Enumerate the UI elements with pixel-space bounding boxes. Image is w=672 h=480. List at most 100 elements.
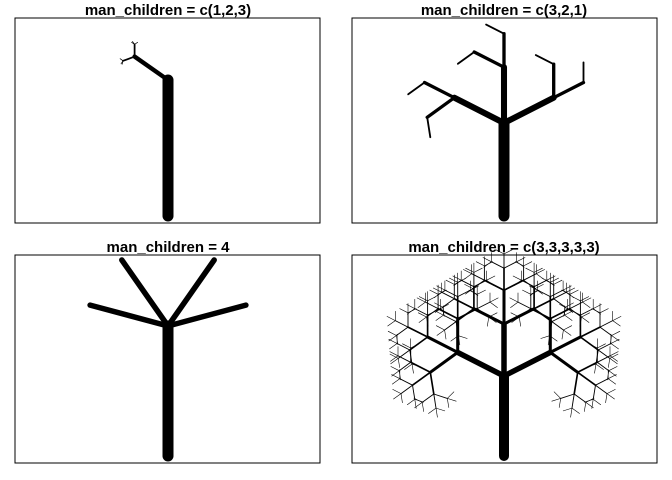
panel-1-tree-branch-1-1-2 bbox=[119, 58, 124, 62]
panel-4-tree-branch-2-1-3-1-1 bbox=[453, 279, 462, 287]
panel-4-tree-branch-3-2 bbox=[548, 335, 582, 354]
panel-4-tree-branch-3-2-3-2-3 bbox=[607, 358, 611, 368]
panel-4-tree-branch-1-1-2-1-1 bbox=[414, 398, 424, 403]
panel-4-tree-branch-3-1-1-2-2 bbox=[509, 297, 519, 303]
panel-4-tree-branch-2-2-1-2-2 bbox=[463, 269, 473, 275]
panel-3-tree-branch-3 bbox=[87, 302, 171, 329]
panel-4-tree-branch-3-1-2-1-1 bbox=[529, 289, 538, 296]
panel-4-tree-branch-2-1-1 bbox=[455, 307, 475, 323]
panel-4-tree-branch-2-1-1-2-1 bbox=[444, 329, 447, 340]
panel-4-tree-branch-3-3-2-3 bbox=[592, 384, 596, 400]
panel-4-tree-branch-2-3-1-2-3 bbox=[533, 267, 543, 273]
panel-4-tree-branch-3-2-2-1-3 bbox=[599, 308, 609, 314]
panel-4-tree-branch-1-1 bbox=[428, 350, 460, 374]
panel-4-tree-branch-2-2-2-3 bbox=[503, 261, 518, 269]
panel-4-tree-branch-2-1-2-1-1 bbox=[442, 306, 445, 317]
panel-4-tree-branch-3-3-2-1-2 bbox=[607, 374, 617, 380]
panel-4-tree-branch-3-2-2-1-1 bbox=[591, 308, 601, 314]
panel-4-tree-branch-3-2-1-2-3 bbox=[580, 296, 590, 302]
panel-4-tree-branch-2-1-1-2-2 bbox=[436, 329, 445, 336]
panel-4-tree-branch-2-2-2-1 bbox=[490, 261, 505, 269]
panel-4-tree-branch-1-1-3-1-3 bbox=[390, 366, 400, 372]
panel-4-tree-branch-2-1-1-1-3 bbox=[450, 335, 459, 342]
panel-4-tree-branch-1-1-1-3 bbox=[421, 393, 435, 403]
panel-4-tree-branch-1-1-3-3-1 bbox=[402, 343, 412, 349]
panel-4-tree-branch-3-2-2-2-2 bbox=[612, 316, 622, 321]
panel-4-tree-branch-1-1-3-1-1 bbox=[398, 370, 401, 381]
panel-4-tree-branch-2-3-3-1-3 bbox=[564, 314, 573, 321]
panel-4-tree-branch-1-2-2-3-1 bbox=[399, 308, 409, 314]
panel-4-tree-branch-1-3-2-1-2 bbox=[436, 285, 446, 291]
panel-4-tree-branch-1-2-1-1 bbox=[409, 349, 413, 365]
panel-4-tree-branch-1-2-1-1-2 bbox=[411, 363, 414, 374]
panel-4-tree-branch-2-3-3-3-3 bbox=[540, 335, 551, 339]
panel-4-tree-branch-3-1-2-1-2 bbox=[528, 285, 538, 291]
panel-4-tree-branch-3-2-3-3-1 bbox=[595, 363, 604, 370]
panel-4-tree-branch-2-3-3-2-3 bbox=[561, 329, 564, 340]
panel-3-title: man_children = 4 bbox=[107, 239, 231, 256]
panel-3-tree-branch-1 bbox=[119, 257, 171, 329]
panel-4-tree-branch-2-2-1-1-3 bbox=[464, 284, 474, 289]
panel-4-tree-branch-2-3-2-3 bbox=[553, 298, 566, 308]
panel-4-tree-branch-2-2-3-3-1 bbox=[534, 284, 544, 289]
panel-4-tree-branch-3-3-3 bbox=[573, 371, 579, 395]
panel-4-tree-branch-1-2-1-2-1 bbox=[397, 358, 401, 368]
panel-4-tree-branch-1-1-2-1-3 bbox=[406, 398, 416, 406]
panel-4-tree-branch-2-3-1-1-2 bbox=[512, 275, 522, 281]
panel-4-tree-branch-2-1-1-1-2 bbox=[457, 335, 461, 346]
panel-4-tree-branch-1-1-3-1 bbox=[398, 361, 412, 372]
panel-3-tree-branch-2 bbox=[165, 257, 217, 329]
panel-4-tree-branch-1-1-2-1 bbox=[412, 384, 416, 400]
panel-4-tree-branch-2-1-3-1-2 bbox=[452, 275, 462, 281]
panel-4-tree-branch-3-1-1-3-1 bbox=[522, 289, 532, 295]
panel-4-tree-branch-3-3-2-3-1 bbox=[592, 398, 602, 406]
panel-4-tree-branch-3-3-2-2 bbox=[595, 384, 608, 395]
panel-4-tree-branch-3-3-3-1-2 bbox=[585, 402, 594, 409]
panel-4-tree-branch-1-2-3-1-2 bbox=[406, 304, 416, 309]
panel-4-tree-branch-3-2-1-1-2 bbox=[559, 304, 569, 309]
panel-4-tree-branch-3-3-1-2-2 bbox=[609, 351, 619, 357]
panel-4-tree-branch-3-3 bbox=[548, 350, 580, 374]
panel-4-tree-branch-1-3-3-2-2 bbox=[489, 297, 499, 303]
panel-4-tree-branch-1-3-1 bbox=[437, 307, 459, 320]
panel-4-tree-branch-1-1-1 bbox=[429, 371, 435, 395]
panel-4-tree-branch-1-3-1-1 bbox=[426, 308, 439, 318]
panel-2-tree-branch-1-1 bbox=[425, 96, 456, 119]
panel-2-tree-branch-3 bbox=[500, 94, 557, 127]
panel-4-tree-branch-3-2-2-3 bbox=[599, 326, 613, 336]
panel-4-tree-branch-3-3-3-1-1 bbox=[585, 397, 595, 403]
panel-4-tree-branch-2-1-2-2-1 bbox=[433, 291, 442, 299]
panel-4-tree-branch-3-3-3-1-3 bbox=[583, 402, 587, 412]
panel-4-tree-branch-1-1-2-2 bbox=[400, 384, 413, 395]
panel-4-tree-branch-3-3-3-2-3 bbox=[562, 407, 573, 412]
panel-4-tree-branch-1-3-3-2-3 bbox=[489, 301, 498, 308]
panel-3: man_children = 4 bbox=[14, 239, 321, 464]
panel-4-tree-branch-2-2-1 bbox=[483, 279, 505, 292]
panel-2-title: man_children = c(3,2,1) bbox=[421, 2, 587, 19]
panel-1-tree-branch-1-1 bbox=[122, 55, 136, 62]
panel-4-tree-branch-1-1-1-2-1 bbox=[435, 407, 446, 412]
panel-4-tree-branch-1-1-2 bbox=[411, 371, 432, 387]
panel-4-tree-branch-2-3-3-2-2 bbox=[563, 329, 572, 336]
panel-4-tree-branch-3-2-3-1 bbox=[597, 343, 612, 351]
panel-4-frame bbox=[351, 254, 658, 464]
panel-4-tree-branch-1-2-1-2-3 bbox=[389, 353, 399, 359]
panel-4-tree-branch-3-2-2-2-3 bbox=[612, 320, 621, 327]
panel-4-tree-branch-2-2-2-1-1 bbox=[483, 261, 492, 268]
panel-2-tree bbox=[407, 23, 586, 222]
panel-4-tree-branch-3-2-3-2-1 bbox=[609, 353, 619, 359]
panel-2-tree-branch-2-1-1 bbox=[456, 51, 476, 65]
panel-4-tree-branch-3-3-2 bbox=[576, 371, 597, 387]
panel-4-tree-branch-2-3-2-2 bbox=[553, 291, 567, 300]
panel-4-tree-branch-3-1-2-2-3 bbox=[549, 277, 559, 283]
panel-4-tree-branch-3-2-3-1-2 bbox=[610, 338, 620, 344]
panel-4-tree-branch-3-2-1-1-1 bbox=[559, 308, 569, 315]
panel-4-tree-branch-1-1-3-1-2 bbox=[391, 370, 400, 377]
panel-4-tree-branch-3-3-1 bbox=[576, 361, 599, 374]
panel-4-tree-branch-2-3-2-1-3 bbox=[553, 279, 563, 285]
panel-4-tree-branch-3-1-1-1-3 bbox=[510, 312, 520, 318]
panel-4-tree-branch-2-1-1-1 bbox=[455, 321, 459, 337]
panel-2-tree-branch-1-1-1 bbox=[426, 116, 432, 139]
panel-4-tree-branch-1-2-3-2-1 bbox=[418, 296, 428, 302]
